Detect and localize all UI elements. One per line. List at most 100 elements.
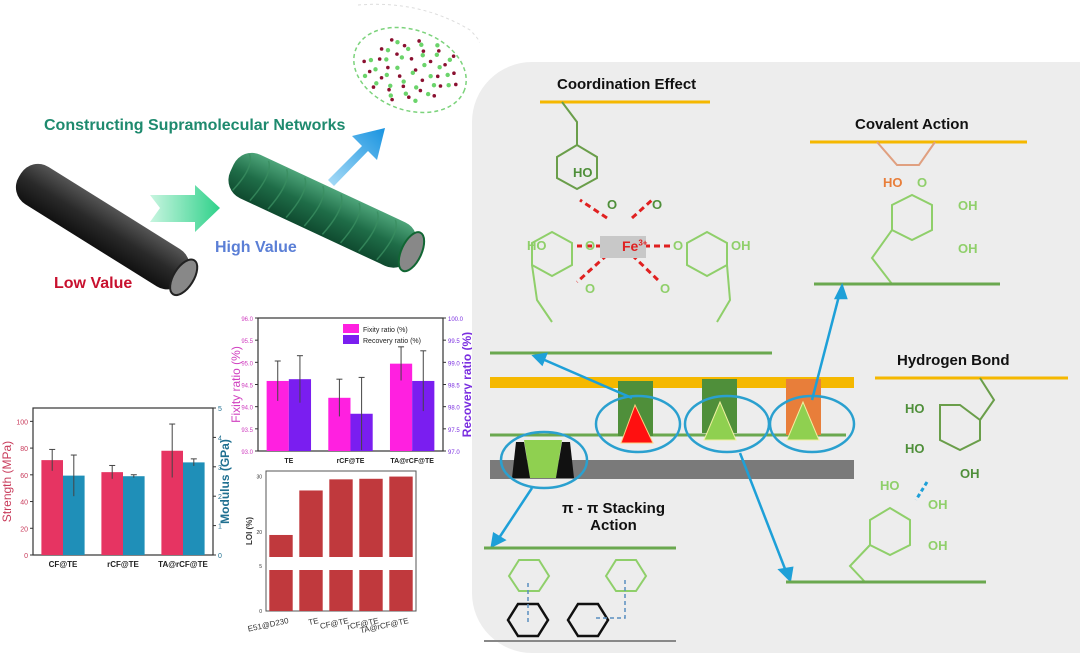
- chem-label: OH: [958, 241, 978, 256]
- network-node: [437, 65, 442, 70]
- hydrogen-bond-title: Hydrogen Bond: [897, 352, 1010, 369]
- bar: [63, 475, 85, 555]
- network-node: [432, 94, 437, 98]
- high-value-fiber: [228, 152, 426, 273]
- bar: [269, 534, 293, 557]
- fe-charge: 3+: [638, 238, 648, 248]
- network-node: [420, 53, 425, 58]
- chem-label: HO: [527, 238, 547, 253]
- bar: [101, 472, 123, 555]
- coordination-top-ring: [556, 101, 598, 191]
- network-node: [388, 93, 393, 98]
- supramolecular-network: [353, 26, 467, 114]
- y-right-tick-label: 98.0: [448, 406, 460, 412]
- network-node: [390, 97, 394, 102]
- network-node: [401, 79, 406, 84]
- y-tick-label: 0: [24, 553, 28, 560]
- y-tick-label: 100: [16, 419, 28, 426]
- network-node: [395, 39, 400, 45]
- network-node: [401, 84, 406, 89]
- bar: [161, 450, 183, 555]
- network-node: [419, 42, 424, 47]
- x-tick-label: CF@TE: [49, 560, 78, 569]
- network-node: [395, 65, 400, 71]
- network-node: [407, 95, 411, 100]
- bar: [266, 380, 289, 451]
- legend-label: Fixity ratio (%): [363, 327, 408, 334]
- y-right-tick-label: 4: [218, 435, 222, 442]
- network-node: [410, 70, 416, 76]
- network-node: [377, 57, 382, 61]
- bar: [359, 478, 383, 557]
- chem-label: HO: [905, 441, 925, 456]
- network-node: [451, 54, 456, 58]
- network-node: [434, 52, 440, 57]
- y-tick-label: 5: [259, 564, 262, 570]
- chem-label: O: [585, 238, 596, 253]
- network-node: [428, 59, 433, 64]
- network-node: [389, 38, 394, 42]
- network-node: [379, 75, 384, 80]
- network-node: [425, 91, 431, 97]
- covalent-action-title: Covalent Action: [855, 116, 969, 133]
- network-node: [446, 83, 451, 88]
- pi-stacking-line2: Action: [590, 517, 637, 534]
- bar: [359, 570, 383, 611]
- y-axis-label: Fixity ratio (%): [229, 346, 243, 423]
- x-tick-label: rCF@TE: [337, 458, 365, 465]
- network-node: [403, 91, 409, 96]
- arrow-up-right-icon: [328, 128, 385, 186]
- network-node: [384, 72, 390, 78]
- chem-label: O: [673, 238, 684, 253]
- mechanism-panel: [472, 62, 1080, 653]
- chem-label: HO: [880, 478, 900, 493]
- y-axis-label: Strength (MPa): [0, 441, 14, 522]
- network-node: [437, 49, 441, 53]
- high-value-label: High Value: [215, 239, 297, 256]
- network-node: [435, 43, 440, 48]
- network-node: [447, 57, 453, 63]
- y-right-tick-label: 3: [218, 465, 222, 472]
- y-right-tick-label: 100.0: [448, 317, 464, 323]
- y-tick-label: 94.5: [241, 384, 253, 390]
- bar: [299, 490, 323, 557]
- fiber-layer: [490, 377, 854, 388]
- fe-ion-label: Fe3+: [622, 238, 647, 254]
- chem-label: O: [585, 281, 596, 296]
- y-right-tick-label: 1: [218, 524, 222, 531]
- network-node: [362, 73, 368, 79]
- headline: Constructing Supramolecular Networks: [44, 117, 346, 134]
- network-node: [409, 56, 414, 61]
- legend-swatch: [343, 324, 359, 333]
- chem-label: HO: [573, 165, 593, 180]
- chem-label: O: [652, 197, 663, 212]
- network-node: [418, 88, 423, 93]
- y-right-tick-label: 97.0: [448, 450, 460, 456]
- x-tick-label: CF@TE: [319, 616, 349, 631]
- chem-label: OH: [928, 497, 948, 512]
- network-node: [371, 85, 376, 89]
- y-tick-label: 95.5: [241, 339, 253, 345]
- y-right-tick-label: 97.5: [448, 428, 460, 434]
- chem-label: O: [917, 175, 928, 190]
- network-node: [395, 52, 399, 56]
- fe-symbol: Fe: [622, 238, 639, 254]
- chem-label: O: [607, 197, 618, 212]
- chem-label: OH: [958, 198, 978, 213]
- fiber-illustration: [15, 3, 480, 297]
- network-node: [413, 98, 418, 103]
- network-node: [373, 67, 378, 72]
- network-node: [362, 59, 366, 64]
- legend-swatch: [343, 335, 359, 344]
- y-tick-label: 93.5: [241, 428, 253, 434]
- chem-label: OH: [960, 466, 980, 481]
- network-node: [388, 83, 393, 88]
- network-node: [399, 55, 405, 60]
- network-node: [387, 87, 391, 92]
- x-tick-label: TA@rCF@TE: [390, 458, 434, 465]
- coordination-effect-title: Coordination Effect: [557, 76, 697, 93]
- y-right-tick-label: 2: [218, 494, 222, 501]
- network-node: [402, 43, 407, 48]
- network-node: [384, 57, 389, 62]
- x-tick-label: TE: [284, 458, 293, 465]
